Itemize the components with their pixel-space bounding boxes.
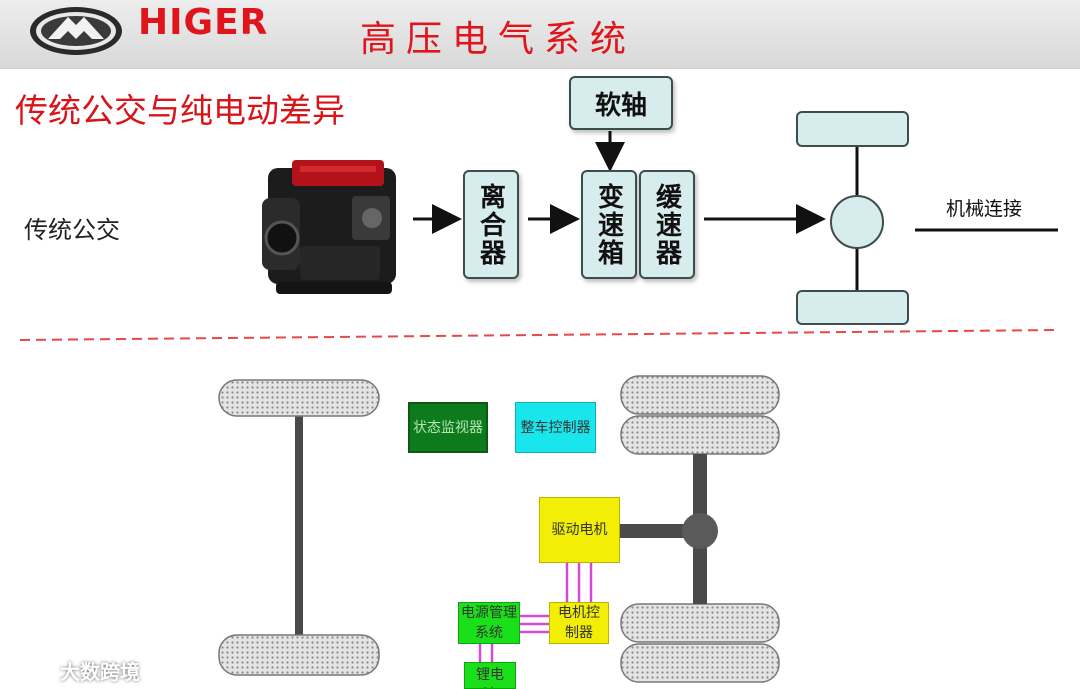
- battery-box: 锂电池: [464, 662, 516, 689]
- hv-wiring: [478, 563, 593, 662]
- page-title: 高压电气系统: [360, 19, 637, 60]
- clutch-box: 离合器: [463, 170, 519, 279]
- section-title: 传统公交与纯电动差异: [15, 91, 345, 130]
- vehicle-controller-box: 整车控制器: [515, 402, 596, 453]
- watermark-text: 大数跨境: [60, 660, 140, 684]
- status-monitor-box: 状态监视器: [408, 402, 488, 453]
- higer-logo-icon: [26, 3, 126, 63]
- drive-motor-box: 驱动电机: [539, 497, 620, 563]
- retarder-label: 缓速器: [651, 182, 682, 267]
- flex-shaft-box: 软轴: [569, 76, 673, 130]
- wechat-watermark-icon: [20, 655, 56, 685]
- clutch-label: 离合器: [475, 182, 506, 267]
- battery-label: 锂电池: [476, 667, 504, 688]
- drive-motor-label: 驱动电机: [551, 522, 608, 538]
- power-management-box: 电源管理系统: [458, 602, 520, 644]
- flex-shaft-label: 软轴: [594, 90, 647, 121]
- power-management-label: 电源管理系统: [461, 605, 517, 641]
- motor-controller-box: 电机控制器: [549, 602, 609, 644]
- mechanical-connection-label: 机械连接: [946, 198, 1023, 220]
- header-bar: HIGER 高压电气系统: [0, 0, 1080, 69]
- gearbox-box: 变速箱: [581, 170, 637, 279]
- engine-image: [262, 160, 396, 294]
- traditional-bus-label: 传统公交: [24, 216, 120, 244]
- status-monitor-label: 状态监视器: [413, 419, 483, 436]
- vehicle-controller-label: 整车控制器: [520, 419, 591, 436]
- motor-controller-label: 电机控制器: [558, 605, 600, 641]
- gearbox-label: 变速箱: [593, 182, 624, 267]
- brand-name: HIGER: [138, 2, 269, 43]
- retarder-box: 缓速器: [639, 170, 695, 279]
